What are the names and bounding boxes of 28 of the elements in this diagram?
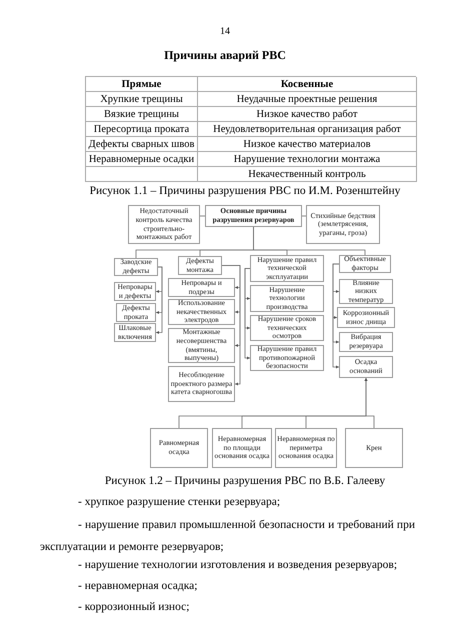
page-number: 14 [219,25,231,39]
table-cell: Низкое качество работ [198,107,417,122]
table-cell: Низкое качество материалов [198,137,417,152]
figure-caption: Рисунок 1.2 – Причины разрушения РВС по В.Б. Галееву [104,474,386,489]
connector-line [253,226,366,256]
list-item: - коррозионный износ; [78,600,190,615]
arrow [222,265,240,386]
table-cell: Дефекты сварных швов [86,137,198,152]
table-cell: Хрупкие трещины [86,92,198,107]
arrow [156,266,162,334]
list-item: - неравномерная осадка; [78,579,198,594]
table-cell: Пересортица проката [86,122,198,137]
title: Причины аварий РВС [163,47,287,64]
list-item: - нарушение правил промышленной безопасности и требований при эксплуатации и ремонте резервуаров; [40,518,415,555]
table-cell: Неравномерные осадки [86,152,198,167]
list-item: - нарушение технологии изготовления и возведения резервуаров; [78,558,398,573]
table-cell: Неудачные проектные решения [198,92,417,107]
arrow [364,378,374,428]
table-cell: Вязкие трещины [86,107,198,122]
arrow [244,268,250,360]
list-item: - хрупкое разрушение стенки резервуара; [78,495,282,510]
table-cell: Нарушение технологии монтажа [198,152,417,167]
figure-caption: Рисунок 1.1 – Причины разрушения РВС по И.М. Розенштейну [88,184,402,199]
table-cell: Неудовлетворительная организация работ [198,122,417,137]
arrow [332,264,340,369]
table-cell: Некачественный контроль [198,167,417,182]
table-header: Прямые [86,77,198,92]
table-header: Косвенные [198,77,417,92]
